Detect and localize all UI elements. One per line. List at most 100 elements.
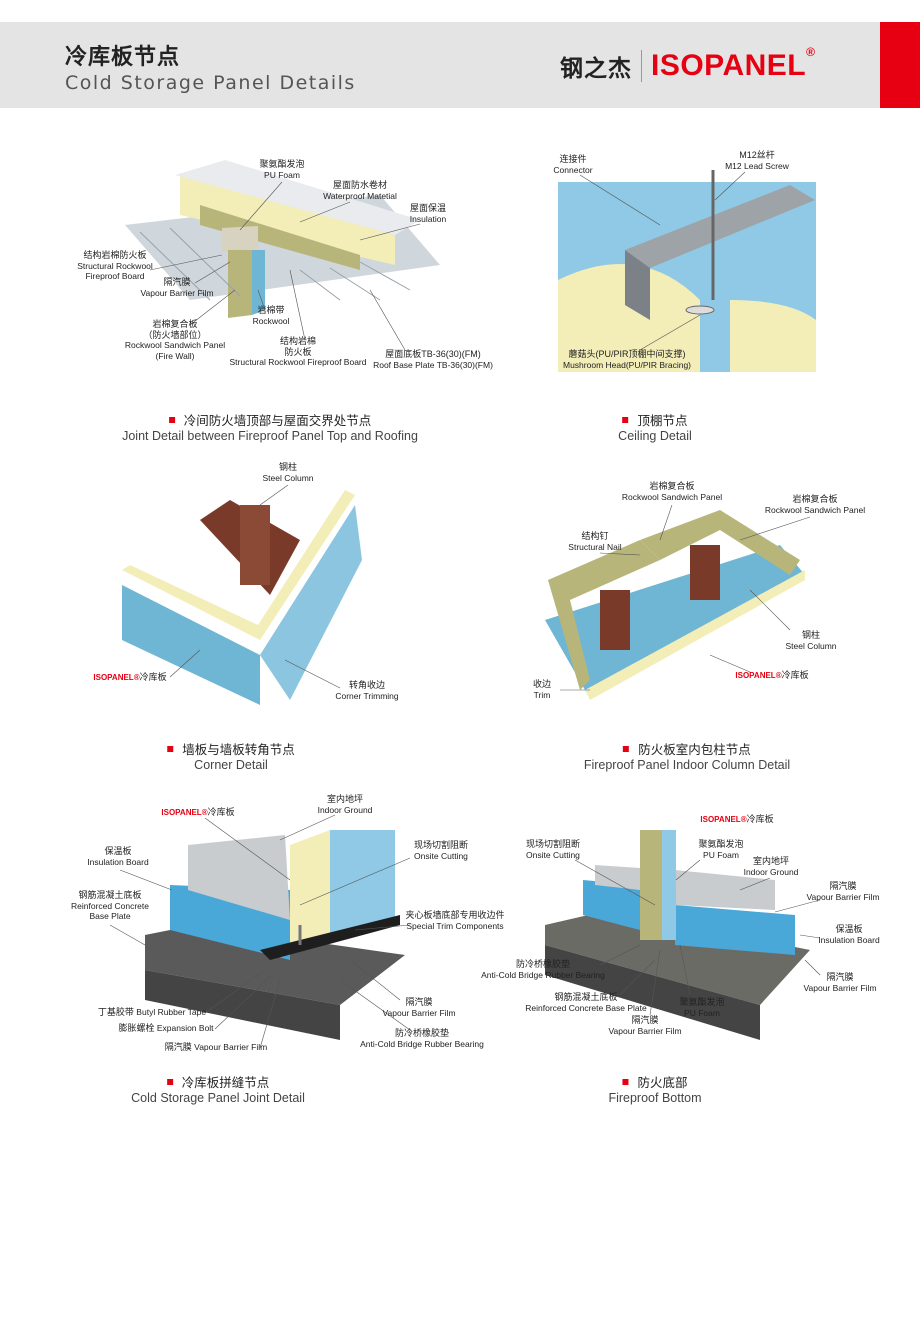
callout-label-cn: 防冷桥橡胶垫	[394, 1028, 450, 1038]
caption-cn-text: 冷间防火墙顶部与屋面交界处节点	[183, 413, 372, 428]
callout-label-en: Rockwool Sandwich Panel	[621, 491, 723, 502]
callout-label-cn: 连接件	[559, 154, 587, 164]
callout-label-en: Rockwool Sandwich Panel	[124, 340, 226, 350]
caption-en: Ceiling Detail	[618, 429, 692, 443]
diagram-fireproof-bottom-illustration	[545, 830, 821, 1040]
caption-en: Fireproof Bottom	[608, 1091, 702, 1105]
callout-label-cn: 岩棉复合板	[649, 481, 695, 491]
caption-cn: 防火底部	[608, 1072, 701, 1091]
isopanel-brand-text: ISOPANEL®	[161, 808, 208, 817]
callout-label-en: Onsite Cutting	[414, 850, 468, 861]
caption-cn-text: 防火底部	[637, 1075, 688, 1090]
callout-label-cn: 岩棉复合板	[792, 494, 838, 504]
callout-label: ISOPANEL®冷库板	[93, 672, 166, 684]
diagram-ceiling-illustration	[558, 170, 816, 372]
callout-label-en-line2: (Fire Wall)	[155, 350, 195, 361]
callout-label-en: Steel Column	[262, 472, 314, 483]
callout-label-en: Trim	[533, 689, 551, 700]
callout-label-cn: 现场切割阻断	[413, 840, 469, 850]
callout-label-cn-line2: 防火板	[284, 346, 312, 357]
callout-label-en: Waterproof Matetial	[323, 190, 397, 201]
logo-cn-text: 钢之杰	[560, 56, 632, 82]
callout-label-cn: 钢柱	[801, 630, 820, 640]
caption-en: Joint Detail between Fireproof Panel Top…	[122, 429, 418, 443]
callout-label: 屋面底板TB-36(30)(FM)Roof Base Plate TB-36(3…	[373, 349, 493, 370]
page-subtitle: Cold Storage Panel Details	[65, 72, 356, 94]
callout-label-en: Structural Rockwool	[77, 260, 153, 271]
bullet-square-icon	[166, 1078, 173, 1085]
caption-cn: 冷库板拼缝节点	[131, 1072, 305, 1091]
callout-label-cn: 膨胀螺栓	[118, 1023, 155, 1033]
registered-mark: ®	[806, 45, 816, 59]
callout-label-en: Rockwool	[252, 315, 290, 326]
callout-label-en: Vapour Barrier Film	[194, 1042, 268, 1052]
callout-label-cn: 冷库板	[746, 814, 774, 824]
caption-cn: 冷间防火墙顶部与屋面交界处节点	[122, 410, 418, 429]
logo-isopanel: ISOPANEL®	[651, 45, 815, 83]
callout-label-en: Structural Rockwool Fireproof Board	[229, 357, 367, 367]
callout-label-cn: 隔汽膜	[826, 972, 854, 982]
caption-en: Corner Detail	[194, 758, 268, 772]
callout-label-cn: 聚氨酯发泡	[259, 159, 305, 169]
logo-divider	[641, 50, 642, 82]
callout-label-en: Anti-Cold Bridge Rubber Bearing	[481, 969, 605, 980]
diagram-roof-firewall-illustration	[125, 160, 440, 351]
callout-label-en: Insulation Board	[87, 856, 149, 867]
isopanel-brand-text: ISOPANEL®	[700, 815, 747, 824]
page-title: 冷库板节点	[65, 45, 181, 70]
caption-cn-text: 冷库板拼缝节点	[181, 1075, 270, 1090]
callout-label-en: PU Foam	[703, 849, 739, 860]
callout-label-en: Connector	[553, 164, 593, 175]
callout-label-en: Vapour Barrier Film	[806, 891, 880, 902]
callout-label-cn: 室内地坪	[752, 856, 790, 866]
brand-logo: 钢之杰 ISOPANEL®	[560, 45, 815, 84]
bullet-square-icon	[623, 745, 630, 752]
callout-label: ISOPANEL®冷库板	[700, 814, 773, 826]
callout-label-en: PU Foam	[684, 1007, 720, 1018]
callout-label-en: Indoor Ground	[743, 866, 799, 877]
callout-label-cn: 结构岩棉	[279, 336, 317, 346]
callout-label-cn: 夹心板墙底部专用收边件	[405, 910, 505, 920]
callout-label-cn: 冷库板	[139, 672, 167, 682]
callout-label-en: PU Foam	[264, 169, 300, 180]
callout-label-cn: 钢筋混凝土底板	[78, 890, 142, 900]
callout-label: 蘑菇头(PU/PIR顶棚中间支撑)Mushroom Head(PU/PIR Br…	[563, 349, 691, 370]
callout-label-en: Structural Nail	[568, 541, 622, 552]
callout-label-cn: 转角收边	[348, 680, 386, 690]
diagram-joint-illustration	[109, 814, 411, 1049]
callout-label-cn: 钢筋混凝土底板	[554, 992, 618, 1002]
callout-label-en: Steel Column	[785, 640, 837, 651]
caption-en: Cold Storage Panel Joint Detail	[131, 1091, 305, 1105]
callout-label-cn: 隔汽膜	[163, 277, 191, 287]
bullet-square-icon	[622, 1078, 629, 1085]
callout-label-en: Anti-Cold Bridge Rubber Bearing	[360, 1038, 484, 1049]
callout-label-en: Expansion Bolt	[156, 1023, 214, 1033]
bullet-square-icon	[168, 416, 175, 423]
callout-label-cn: 隔汽膜	[405, 997, 433, 1007]
caption-cn-text: 防火板室内包柱节点	[638, 742, 751, 757]
callout-label-cn: 收边	[532, 679, 552, 689]
callout-label-cn: 屋面底板TB-36(30)(FM)	[385, 349, 481, 359]
caption-en: Fireproof Panel Indoor Column Detail	[583, 758, 791, 772]
callout-label-en: Vapour Barrier Film	[803, 982, 877, 993]
callout-label-cn: 防冷桥橡胶垫	[515, 959, 571, 969]
